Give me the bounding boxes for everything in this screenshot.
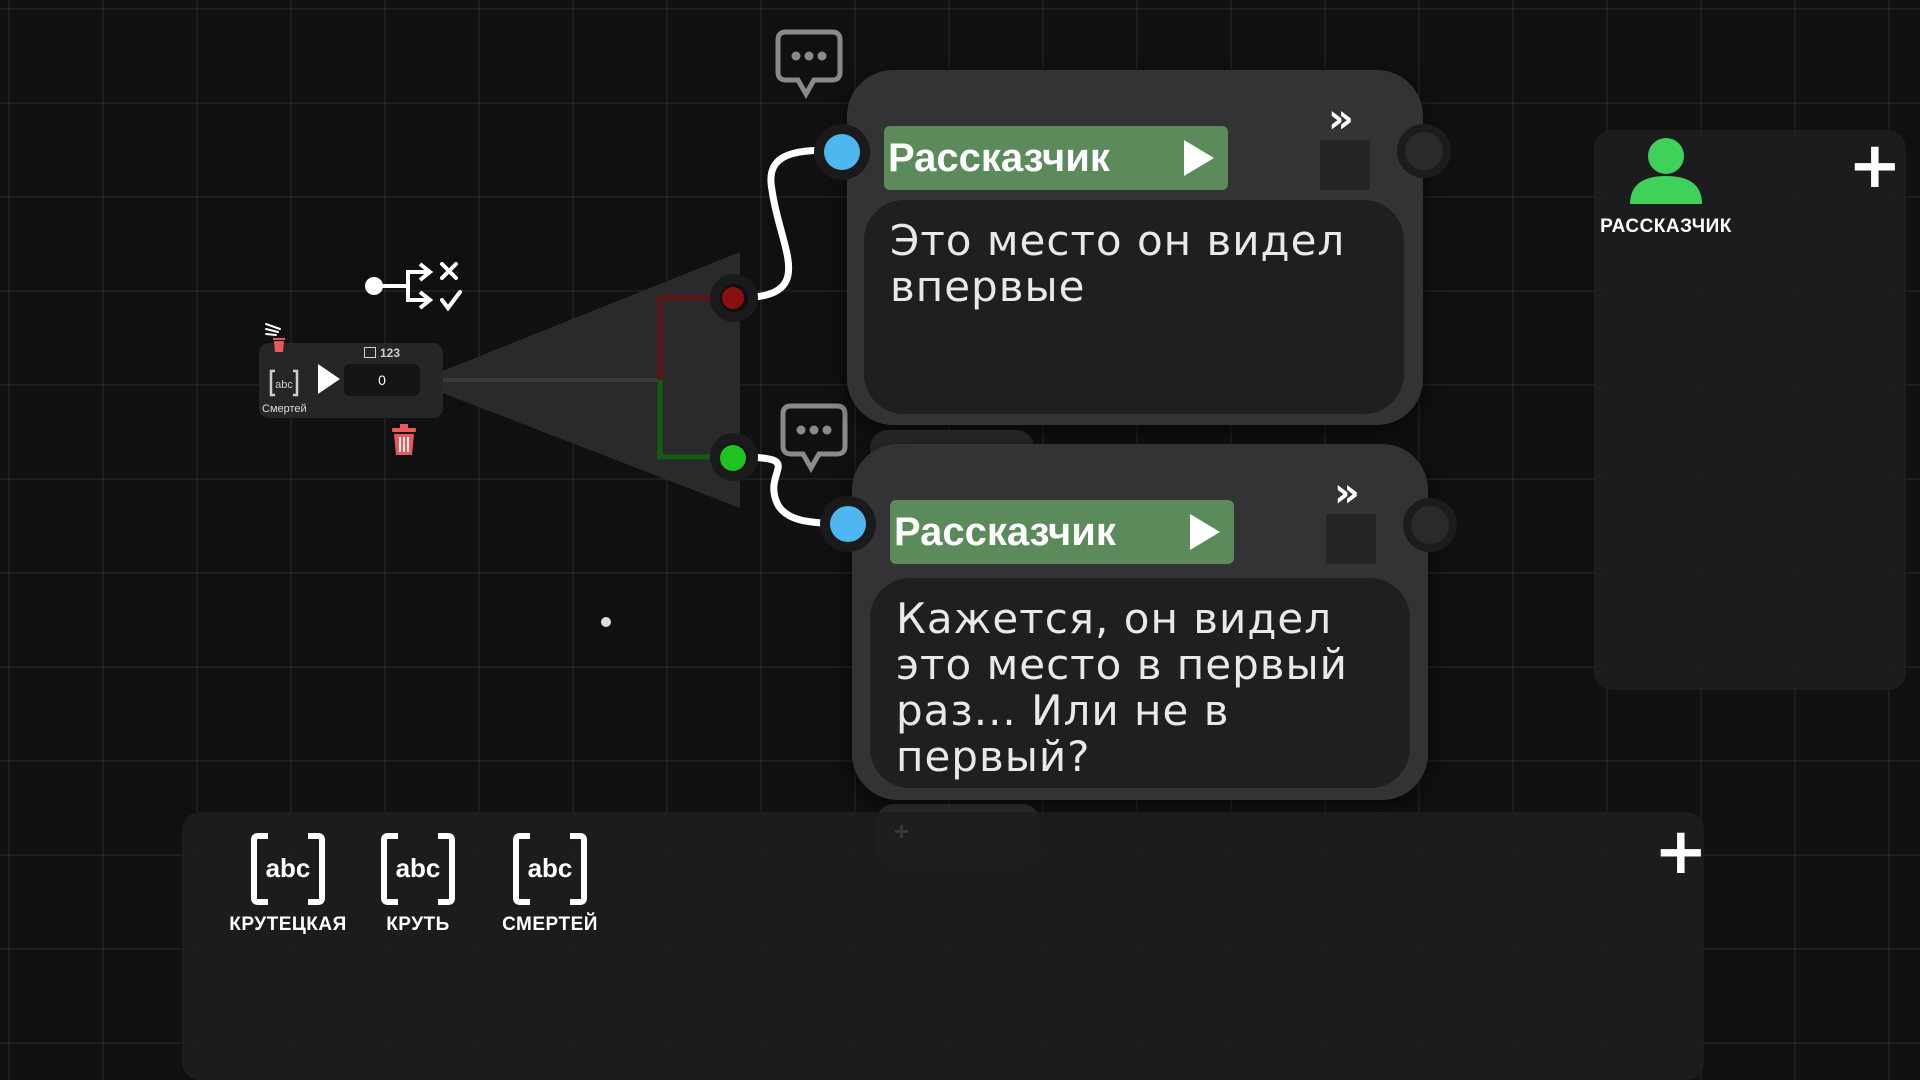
true-output-port-dot[interactable] (720, 445, 746, 471)
false-output-port-dot[interactable] (722, 287, 744, 309)
condition-value-field[interactable]: 0 (344, 364, 420, 396)
play-icon (1184, 140, 1214, 176)
branch-icon (362, 252, 468, 322)
dialog-node-2-output-port[interactable] (1403, 498, 1457, 552)
speaker-name: Рассказчик (888, 136, 1110, 180)
variable-item-3[interactable]: abc СМЕРТЕЙ (490, 832, 610, 942)
delete-node-trash-icon[interactable] (390, 424, 418, 456)
dialog-node-1-output-port[interactable] (1397, 124, 1451, 178)
condition-operator-icon[interactable] (318, 364, 340, 394)
condition-variable-label: Смертей (262, 403, 307, 415)
type-badge-text: 123 (380, 346, 401, 360)
dialog-node-2-input-port[interactable] (830, 506, 866, 542)
svg-text:abc: abc (528, 853, 573, 883)
dialog-node-1-fast-forward-icon[interactable]: » (1328, 96, 1354, 142)
character-name: РАССКАЗЧИК (1600, 216, 1732, 237)
dialog-node-1-input-port[interactable] (824, 134, 860, 170)
dialog-node-1-checkbox[interactable] (1320, 140, 1370, 190)
speaker-name: Рассказчик (894, 510, 1116, 554)
dialog-node-1-speaker-button[interactable]: Рассказчик (884, 126, 1228, 190)
dialog-icon-1 (774, 28, 844, 100)
abc-icon: abc (251, 833, 325, 905)
play-icon (1190, 514, 1220, 550)
node-menu-delete-icon[interactable] (264, 320, 290, 354)
variable-name: СМЕРТЕЙ (502, 914, 598, 935)
variable-item-1[interactable]: abc КРУТЕЦКАЯ (228, 832, 348, 942)
characters-panel (1594, 130, 1906, 690)
wire-false-to-node1 (733, 146, 846, 302)
variable-name: КРУТЬ (386, 914, 450, 935)
svg-text:abc: abc (266, 853, 311, 883)
dialog-icon-2 (779, 402, 849, 474)
variables-panel (182, 812, 1704, 1080)
character-rasskazchik[interactable]: РАССКАЗЧИК (1596, 132, 1736, 242)
abc-icon: abc (381, 833, 455, 905)
dialog-node-1-text[interactable]: Это место он видел впервые (864, 200, 1404, 414)
add-character-button[interactable]: + (1848, 129, 1902, 203)
condition-variable-icon: abc (268, 368, 300, 398)
variable-name: КРУТЕЦКАЯ (229, 914, 347, 935)
number-type-icon (364, 347, 376, 358)
variable-item-2[interactable]: abc КРУТЬ (358, 832, 478, 942)
add-variable-button[interactable]: + (1654, 815, 1708, 889)
dialog-node-2-text[interactable]: Кажется, он видел это место в первый раз… (870, 578, 1410, 788)
svg-text:abc: abc (275, 379, 293, 391)
svg-text:abc: abc (396, 853, 441, 883)
dialog-node-2-checkbox[interactable] (1326, 514, 1376, 564)
person-icon (1630, 138, 1702, 204)
dialog-node-2-speaker-button[interactable]: Рассказчик (890, 500, 1234, 564)
false-path-line (657, 295, 712, 380)
abc-icon: abc (513, 833, 587, 905)
wire-true-to-node2 (733, 453, 852, 529)
canvas-dot (601, 617, 611, 627)
true-path-line (657, 380, 712, 460)
dialog-node-2-fast-forward-icon[interactable]: » (1334, 470, 1360, 516)
condition-type-badge: 123 (364, 346, 400, 360)
